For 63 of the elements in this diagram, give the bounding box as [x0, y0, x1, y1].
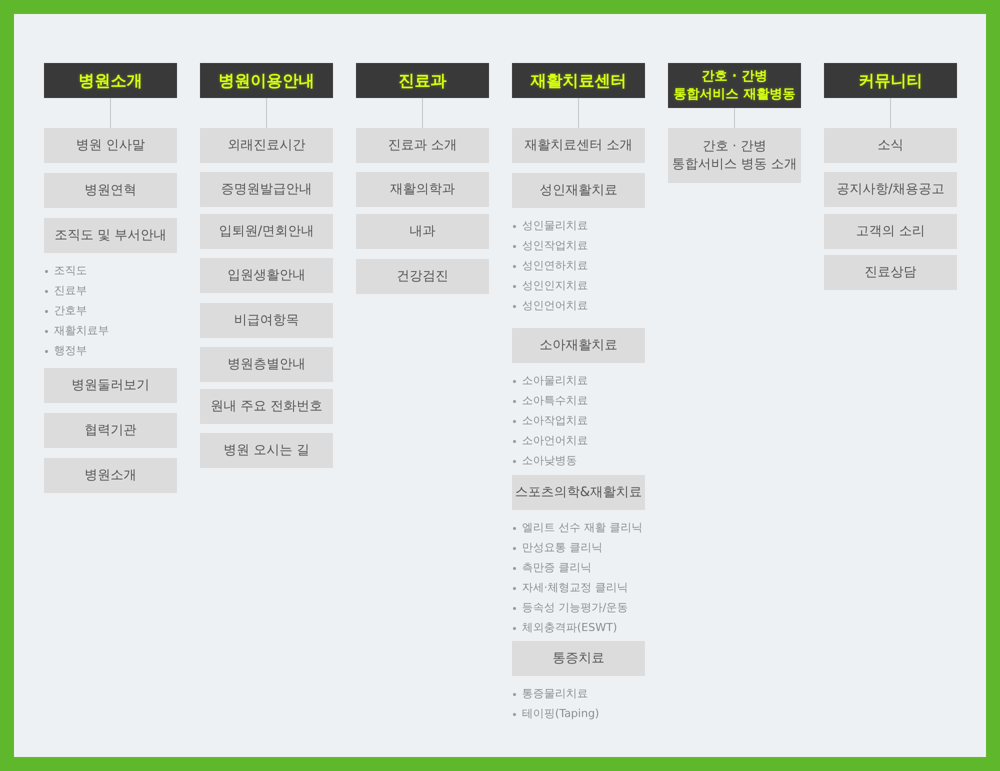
menu-item: 건강검진 — [356, 259, 489, 294]
submenu-item: 등속성 기능평가/운동 — [522, 600, 628, 616]
menu-item: 재활치료센터 소개 — [512, 128, 645, 163]
connector-line — [110, 98, 111, 128]
menu-item: 병원둘러보기 — [44, 368, 177, 403]
category-header: 커뮤니티 — [824, 63, 957, 98]
category-header: 병원이용안내 — [200, 63, 333, 98]
submenu-item: 테이핑(Taping) — [522, 706, 600, 722]
submenu-item: 체외충격파(ESWT) — [522, 620, 618, 636]
menu-item: 성인재활치료 — [512, 173, 645, 208]
submenu-item: 진료부 — [54, 283, 87, 299]
connector-line — [890, 98, 891, 128]
submenu-item: 측만증 클리닉 — [522, 560, 592, 576]
submenu-item: 만성요통 클리닉 — [522, 540, 602, 556]
submenu-item: 소아특수치료 — [522, 393, 588, 409]
submenu-item: 성인작업치료 — [522, 238, 588, 254]
menu-item: 비급여항목 — [200, 303, 333, 338]
connector-line — [734, 108, 735, 128]
menu-item: 병원층별안내 — [200, 347, 333, 382]
menu-item: 병원연혁 — [44, 173, 177, 208]
menu-item: 외래진료시간 — [200, 128, 333, 163]
connector-line — [422, 98, 423, 128]
menu-item: 입원생활안내 — [200, 258, 333, 293]
submenu-item: 간호부 — [54, 303, 87, 319]
submenu-item: 소아작업치료 — [522, 413, 588, 429]
menu-item: 입퇴원/면회안내 — [200, 214, 333, 249]
menu-item: 재활의학과 — [356, 172, 489, 207]
menu-item: 병원소개 — [44, 458, 177, 493]
menu-item: 소식 — [824, 128, 957, 163]
menu-item: 증명원발급안내 — [200, 172, 333, 207]
category-header: 진료과 — [356, 63, 489, 98]
menu-item: 내과 — [356, 214, 489, 249]
menu-item: 협력기관 — [44, 413, 177, 448]
submenu-item: 재활치료부 — [54, 323, 109, 339]
category-header: 간호 · 간병 통합서비스 재활병동 — [668, 63, 801, 108]
submenu-item: 성인연하치료 — [522, 258, 588, 274]
menu-item: 간호 · 간병 통합서비스 병동 소개 — [668, 128, 801, 183]
menu-item: 병원 오시는 길 — [200, 433, 333, 468]
submenu-item: 통증물리치료 — [522, 686, 588, 702]
menu-item: 원내 주요 전화번호 — [200, 389, 333, 424]
menu-item: 진료과 소개 — [356, 128, 489, 163]
submenu-item: 행정부 — [54, 343, 87, 359]
menu-item: 통증치료 — [512, 641, 645, 676]
menu-item: 공지사항/채용공고 — [824, 172, 957, 207]
submenu-item: 엘리트 선수 재활 클리닉 — [522, 520, 642, 536]
menu-item: 조직도 및 부서안내 — [44, 218, 177, 253]
submenu-item: 소아물리치료 — [522, 373, 588, 389]
menu-item: 소아재활치료 — [512, 328, 645, 363]
category-header: 병원소개 — [44, 63, 177, 98]
submenu-item: 성인인지치료 — [522, 278, 588, 294]
submenu-item: 소아언어치료 — [522, 433, 588, 449]
category-header: 재활치료센터 — [512, 63, 645, 98]
submenu-item: 성인물리치료 — [522, 218, 588, 234]
submenu-item: 소아낮병동 — [522, 453, 577, 469]
menu-item: 고객의 소리 — [824, 214, 957, 249]
connector-line — [266, 98, 267, 128]
submenu-item: 자세·체형교정 클리닉 — [522, 580, 628, 596]
menu-item: 스포츠의학&재활치료 — [512, 475, 645, 510]
connector-line — [578, 98, 579, 128]
menu-item: 진료상담 — [824, 255, 957, 290]
submenu-item: 성인언어치료 — [522, 298, 588, 314]
menu-item: 병원 인사말 — [44, 128, 177, 163]
submenu-item: 조직도 — [54, 263, 87, 279]
